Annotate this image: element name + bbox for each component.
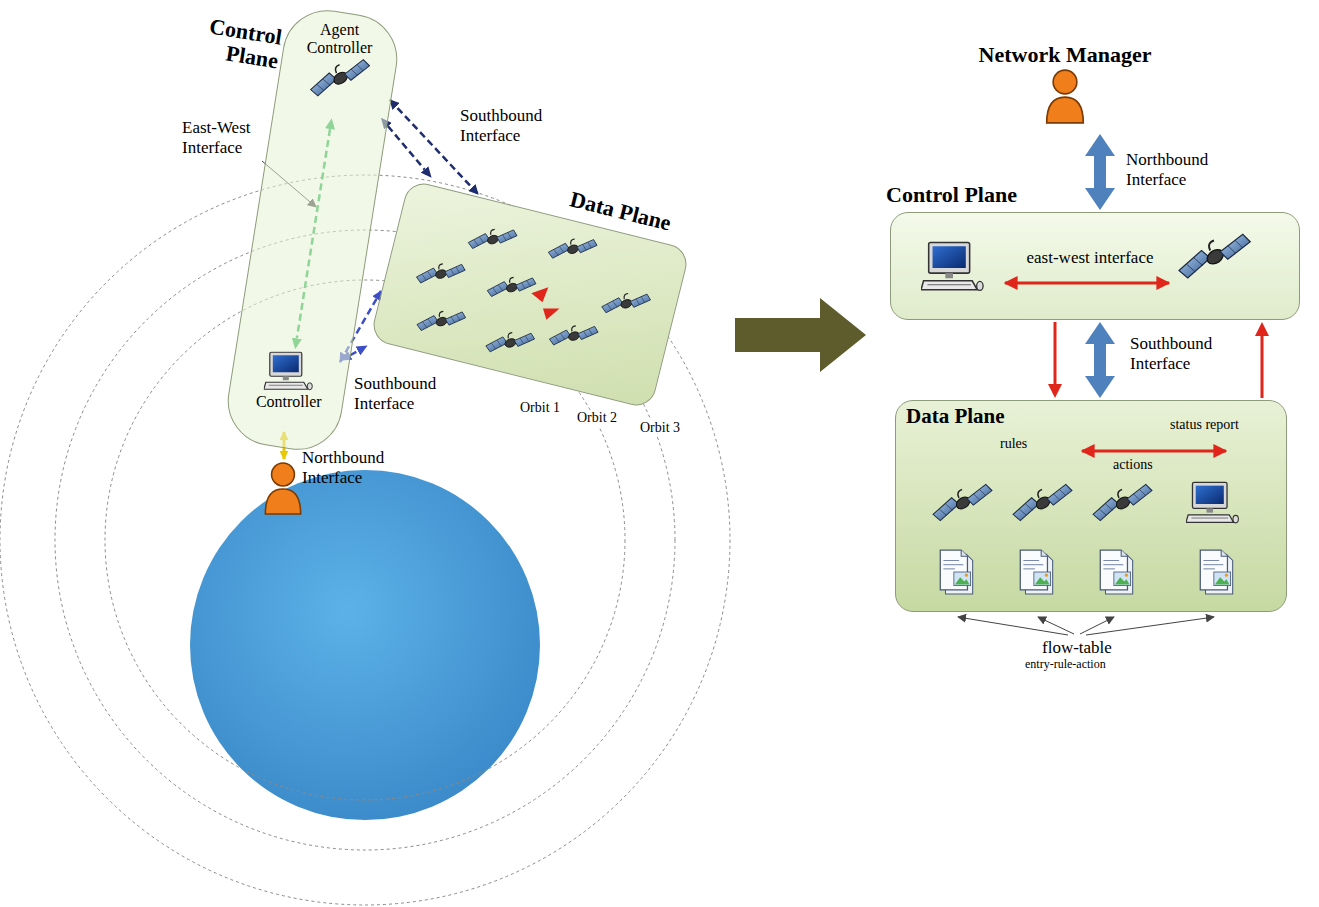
interface-connector <box>388 126 424 169</box>
person-icon <box>1043 68 1087 124</box>
interface-connector <box>1094 344 1106 376</box>
controller-node: Controller <box>239 351 339 427</box>
node-illustration <box>896 401 1288 613</box>
node-label: Agent Controller <box>290 21 390 58</box>
edge-label: rules <box>1000 436 1050 452</box>
label-text: entry-rule-action <box>1025 658 1135 672</box>
label-text: Orbit 1 <box>518 400 572 416</box>
plane-heading: Data Plane <box>906 404 1005 429</box>
agent-controller: Agent Controller <box>290 21 390 116</box>
earth <box>190 470 540 820</box>
edge-label: status report <box>1170 417 1265 433</box>
edge-label: Southbound Interface <box>458 106 562 145</box>
label-text: flow-table <box>1042 638 1122 658</box>
plane-heading: Data Plane <box>567 186 709 245</box>
leader-lines <box>958 617 1214 635</box>
sat-icon <box>309 58 371 100</box>
plane-heading: Control Plane <box>201 14 284 74</box>
node-label: Network Manager <box>979 42 1152 68</box>
person-icon <box>265 463 300 514</box>
interface-connector <box>1261 336 1264 398</box>
node-label: Controller <box>256 393 322 411</box>
pc-icon <box>264 351 314 393</box>
edge-label: Southbound Interface <box>352 374 466 413</box>
interface-connector <box>1054 322 1057 384</box>
orbit-rings <box>0 175 730 905</box>
label-text: Northbound Interface <box>302 448 412 487</box>
plane-heading: Control Plane <box>886 182 1017 208</box>
label-text: east-west interface <box>1000 248 1180 268</box>
edge-label: Southbound Interface <box>1130 334 1240 373</box>
label-text: East-West Interface <box>182 118 277 157</box>
edge-label: Northbound Interface <box>1126 150 1236 189</box>
label-text: Orbit 2 <box>575 410 629 426</box>
label-text: Orbit 3 <box>638 420 692 436</box>
network-manager: Network Manager <box>970 42 1160 132</box>
interface-connector <box>1094 156 1106 188</box>
transform-arrow <box>735 298 866 372</box>
label-text: actions <box>1113 457 1173 473</box>
